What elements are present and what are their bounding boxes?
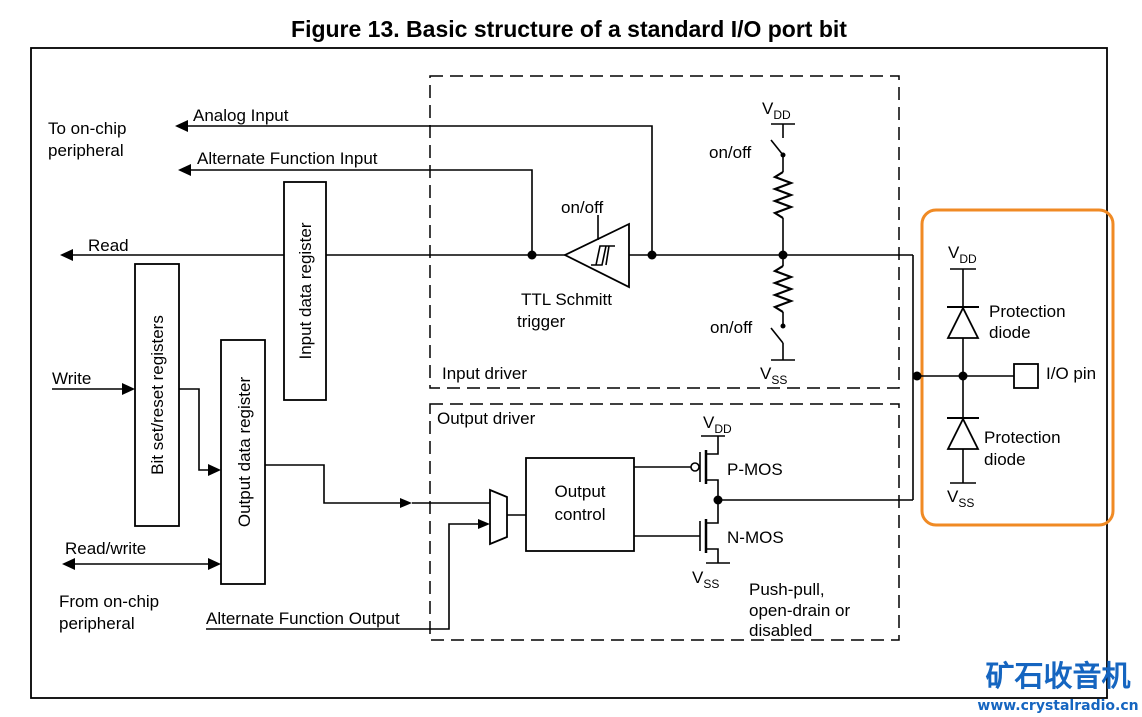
protection-node <box>958 371 968 381</box>
outer-frame <box>30 47 1108 699</box>
alt-func-output-arrow <box>478 519 490 529</box>
output-mode-label-3: disabled <box>749 621 812 640</box>
input-data-register <box>283 181 327 401</box>
analog-input-line <box>187 125 653 255</box>
from-on-chip-label-1: From on-chip <box>59 592 159 611</box>
odr-to-mux-arrow <box>400 498 412 508</box>
io-pin-label: I/O pin <box>1046 364 1096 383</box>
nmos-drain <box>706 500 719 524</box>
upper-diode-label-1: Protection <box>989 302 1066 321</box>
nmos-source <box>706 548 719 563</box>
pulldown-switch <box>770 327 784 344</box>
output-mode-label-2: open-drain or <box>749 601 850 620</box>
output-data-register <box>220 339 266 585</box>
upper-diode-label-2: diode <box>989 323 1031 342</box>
schmitt-hysteresis-icon <box>591 245 615 266</box>
analog-input-label: Analog Input <box>193 106 289 125</box>
output-control-label-2: control <box>554 505 605 524</box>
schmitt-trigger <box>562 222 630 289</box>
bsrr-to-odr-line <box>179 388 210 471</box>
pullup-switch <box>770 139 784 156</box>
pmos-vdd-label: VDD <box>703 413 732 436</box>
write-arrow <box>122 383 135 395</box>
pmos-drain <box>706 479 719 500</box>
to-on-chip-label-1: To on-chip <box>48 119 126 138</box>
bsrr-to-odr-arrow <box>208 464 221 476</box>
protection-highlight <box>920 208 1115 527</box>
nmos-vss-label: VSS <box>692 568 719 591</box>
pulldown-resistor <box>771 265 795 313</box>
read-arrow <box>60 249 73 261</box>
bit-set-reset-registers <box>134 263 180 527</box>
to-on-chip-label-2: peripheral <box>48 141 124 160</box>
bit-set-reset-label: Bit set/reset registers <box>148 315 167 475</box>
input-data-register-label: Input data register <box>296 222 315 359</box>
pullup-resistor <box>771 171 795 219</box>
pmos-gate-bubble <box>690 462 700 472</box>
read-write-arrow-left <box>62 558 75 570</box>
alt-func-input-line <box>190 169 533 255</box>
write-label: Write <box>52 369 91 388</box>
read-write-arrow-right <box>208 558 221 570</box>
output-control-label-1: Output <box>554 482 605 501</box>
protection-vss-label: VSS <box>947 487 974 510</box>
watermark-url: www.crystalradio.cn <box>977 698 1138 714</box>
lower-diode-label-2: diode <box>984 450 1026 469</box>
alt-func-input-arrow <box>178 164 191 176</box>
pullup-on-off-label: on/off <box>709 143 752 162</box>
input-driver-box <box>429 75 900 389</box>
figure-title: Figure 13. Basic structure of a standard… <box>291 16 847 42</box>
output-mux <box>489 488 508 546</box>
output-mode-label-1: Push-pull, <box>749 580 825 599</box>
io-pin-square <box>1013 363 1039 389</box>
odr-to-mux-line <box>265 464 400 504</box>
junction-analog <box>647 250 657 260</box>
alt-func-output-label: Alternate Function Output <box>206 609 400 628</box>
nmos-label: N-MOS <box>727 528 784 547</box>
output-control-block <box>525 457 635 552</box>
output-driver-label: Output driver <box>437 409 536 428</box>
pullup-vdd-label: VDD <box>762 99 791 122</box>
from-on-chip-label-2: peripheral <box>59 614 135 633</box>
schmitt-label-2: trigger <box>517 312 566 331</box>
output-data-register-label: Output data register <box>235 377 254 528</box>
alt-func-output-line <box>206 523 478 630</box>
pulldown-on-off-label: on/off <box>710 318 753 337</box>
junction-alt-func <box>527 250 537 260</box>
analog-input-arrow <box>175 120 188 132</box>
pmos-label: P-MOS <box>727 460 783 479</box>
pulldown-vss-label: VSS <box>760 364 787 387</box>
pmos-source <box>706 436 719 455</box>
input-driver-label: Input driver <box>442 364 527 383</box>
read-label: Read <box>88 236 129 255</box>
schmitt-label-1: TTL Schmitt <box>521 290 612 309</box>
alt-func-input-label: Alternate Function Input <box>197 149 378 168</box>
output-driver-box <box>429 403 900 641</box>
lower-diode-label-1: Protection <box>984 428 1061 447</box>
pulldown-switch-contact <box>780 323 786 329</box>
read-write-label: Read/write <box>65 539 146 558</box>
schmitt-on-off-label: on/off <box>561 198 604 217</box>
upper-diode <box>946 305 980 339</box>
watermark-logo: 矿石收音机 <box>985 659 1130 693</box>
protection-vdd-label: VDD <box>948 243 977 266</box>
lower-diode <box>946 416 980 450</box>
